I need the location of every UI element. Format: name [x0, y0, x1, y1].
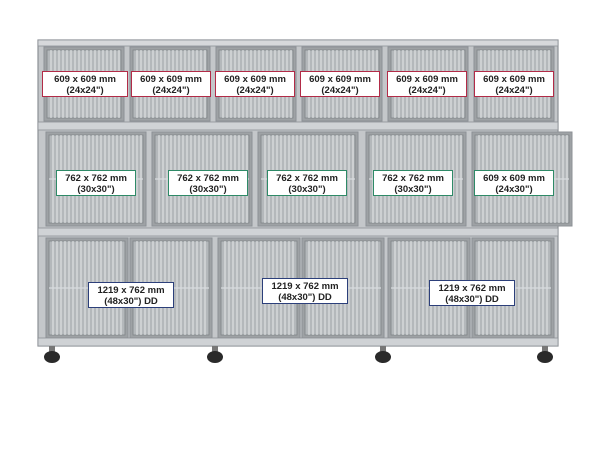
- caster-stem-2: [212, 346, 218, 352]
- row-divider-1: [37, 121, 559, 131]
- top-cage-4-size-mm: 609 x 609 mm: [309, 74, 371, 85]
- top-cage-1-size-mm: 609 x 609 mm: [54, 74, 116, 85]
- top-cage-5-size-in: (24x24"): [408, 85, 446, 96]
- middle-cage-2-size-in: (30x30"): [189, 184, 227, 195]
- top-cage-6-size-in: (24x24"): [495, 85, 533, 96]
- caster-stem-3: [380, 346, 386, 352]
- middle-cage-1-size-in: (30x30"): [77, 184, 115, 195]
- bottom-cage-label-3: 1219 x 762 mm (48x30") DD: [429, 280, 515, 306]
- top-cage-5-size-mm: 609 x 609 mm: [396, 74, 458, 85]
- middle-cage-label-4: 762 x 762 mm (30x30"): [373, 170, 453, 196]
- top-cage-label-4: 609 x 609 mm (24x24"): [300, 71, 380, 97]
- caster-stem-4: [542, 346, 548, 352]
- base-rail: [37, 337, 559, 347]
- bottom-cage-2-size-in: (48x30") DD: [278, 292, 332, 303]
- bottom-cage-3-size-in: (48x30") DD: [445, 294, 499, 305]
- middle-cage-4-size-in: (30x30"): [394, 184, 432, 195]
- bottom-cage-1-size-mm: 1219 x 762 mm: [97, 285, 165, 296]
- middle-cage-5-size-mm: 609 x 609 mm: [483, 173, 545, 184]
- caster-wheel-4: [537, 351, 553, 363]
- middle-cage-2-size-mm: 762 x 762 mm: [177, 173, 239, 184]
- middle-cage-label-3: 762 x 762 mm (30x30"): [267, 170, 347, 196]
- caster-wheel-1: [44, 351, 60, 363]
- top-cage-label-5: 609 x 609 mm (24x24"): [387, 71, 467, 97]
- top-cage-1-size-in: (24x24"): [66, 85, 104, 96]
- bottom-cage-2-size-mm: 1219 x 762 mm: [271, 281, 339, 292]
- bottom-cage-1-size-in: (48x30") DD: [104, 296, 158, 307]
- middle-cage-4-size-mm: 762 x 762 mm: [382, 173, 444, 184]
- caster-wheel-3: [375, 351, 391, 363]
- bottom-cage-label-2: 1219 x 762 mm (48x30") DD: [262, 278, 348, 304]
- caster-wheel-2: [207, 351, 223, 363]
- middle-cage-1-size-mm: 762 x 762 mm: [65, 173, 127, 184]
- middle-cage-3-size-mm: 762 x 762 mm: [276, 173, 338, 184]
- middle-cage-3-size-in: (30x30"): [288, 184, 326, 195]
- middle-cage-label-2: 762 x 762 mm (30x30"): [168, 170, 248, 196]
- top-cage-4-size-in: (24x24"): [321, 85, 359, 96]
- middle-cage-label-5: 609 x 609 mm (24x30"): [474, 170, 554, 196]
- top-cage-2-size-in: (24x24"): [152, 85, 190, 96]
- top-cap: [37, 39, 559, 47]
- middle-cage-5-size-in: (24x30"): [495, 184, 533, 195]
- top-cage-2-size-mm: 609 x 609 mm: [140, 74, 202, 85]
- top-cage-label-2: 609 x 609 mm (24x24"): [131, 71, 211, 97]
- bottom-cage-label-1: 1219 x 762 mm (48x30") DD: [88, 282, 174, 308]
- top-cage-6-bars: [480, 50, 550, 118]
- middle-cage-label-1: 762 x 762 mm (30x30"): [56, 170, 136, 196]
- top-cage-label-6: 609 x 609 mm (24x24"): [474, 71, 554, 97]
- top-cage-label-3: 609 x 609 mm (24x24"): [215, 71, 295, 97]
- top-cage-label-1: 609 x 609 mm (24x24"): [42, 71, 128, 97]
- top-cage-6-size-mm: 609 x 609 mm: [483, 74, 545, 85]
- top-cage-3-size-mm: 609 x 609 mm: [224, 74, 286, 85]
- caster-stem-1: [49, 346, 55, 352]
- row-divider-2: [37, 227, 559, 237]
- bottom-cage-3-size-mm: 1219 x 762 mm: [438, 283, 506, 294]
- top-cage-3-size-in: (24x24"): [236, 85, 274, 96]
